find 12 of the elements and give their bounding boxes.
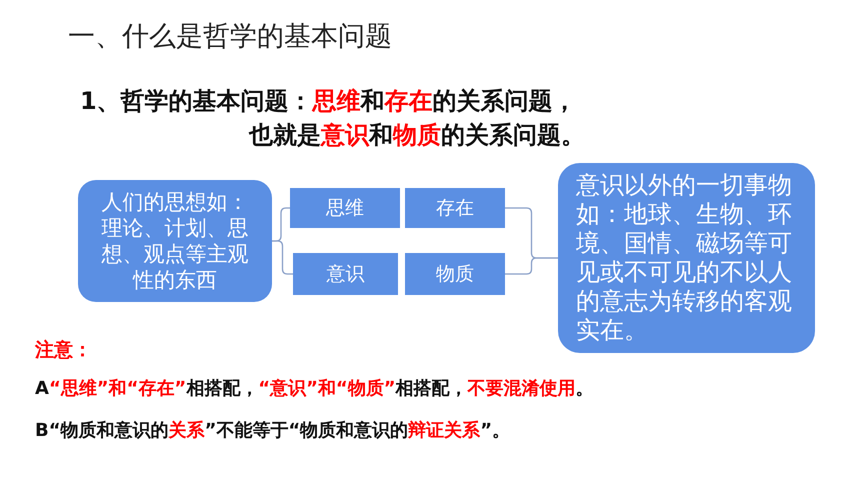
- rounded-box: 人们的思想如：理论、计划、思想、观点等主观性的东西: [78, 180, 272, 302]
- term-box: 思维: [290, 188, 400, 228]
- note-heading: 注意：: [35, 338, 92, 363]
- question-heading: 1、哲学的基本问题：思维和存在的关系问题，也就是意识和物质的关系问题。: [80, 86, 585, 151]
- term-box: 物质: [405, 253, 505, 295]
- slide-title: 一、什么是哲学的基本问题: [68, 20, 392, 54]
- term-box: 存在: [405, 188, 505, 228]
- bracket-line: [505, 257, 558, 275]
- note-text: A“思维”和“存在”相搭配，“意识”和“物质”相搭配，不要混淆使用。: [35, 377, 594, 400]
- rounded-box: 意识以外的一切事物如：地球、生物、环境、国情、磁场等可见或不可见的不以人的意志为转移的客观实在。: [558, 163, 815, 353]
- note-text: B“物质和意识的关系”不能等于“物质和意识的辩证关系”。: [35, 419, 510, 442]
- term-box: 意识: [293, 253, 398, 295]
